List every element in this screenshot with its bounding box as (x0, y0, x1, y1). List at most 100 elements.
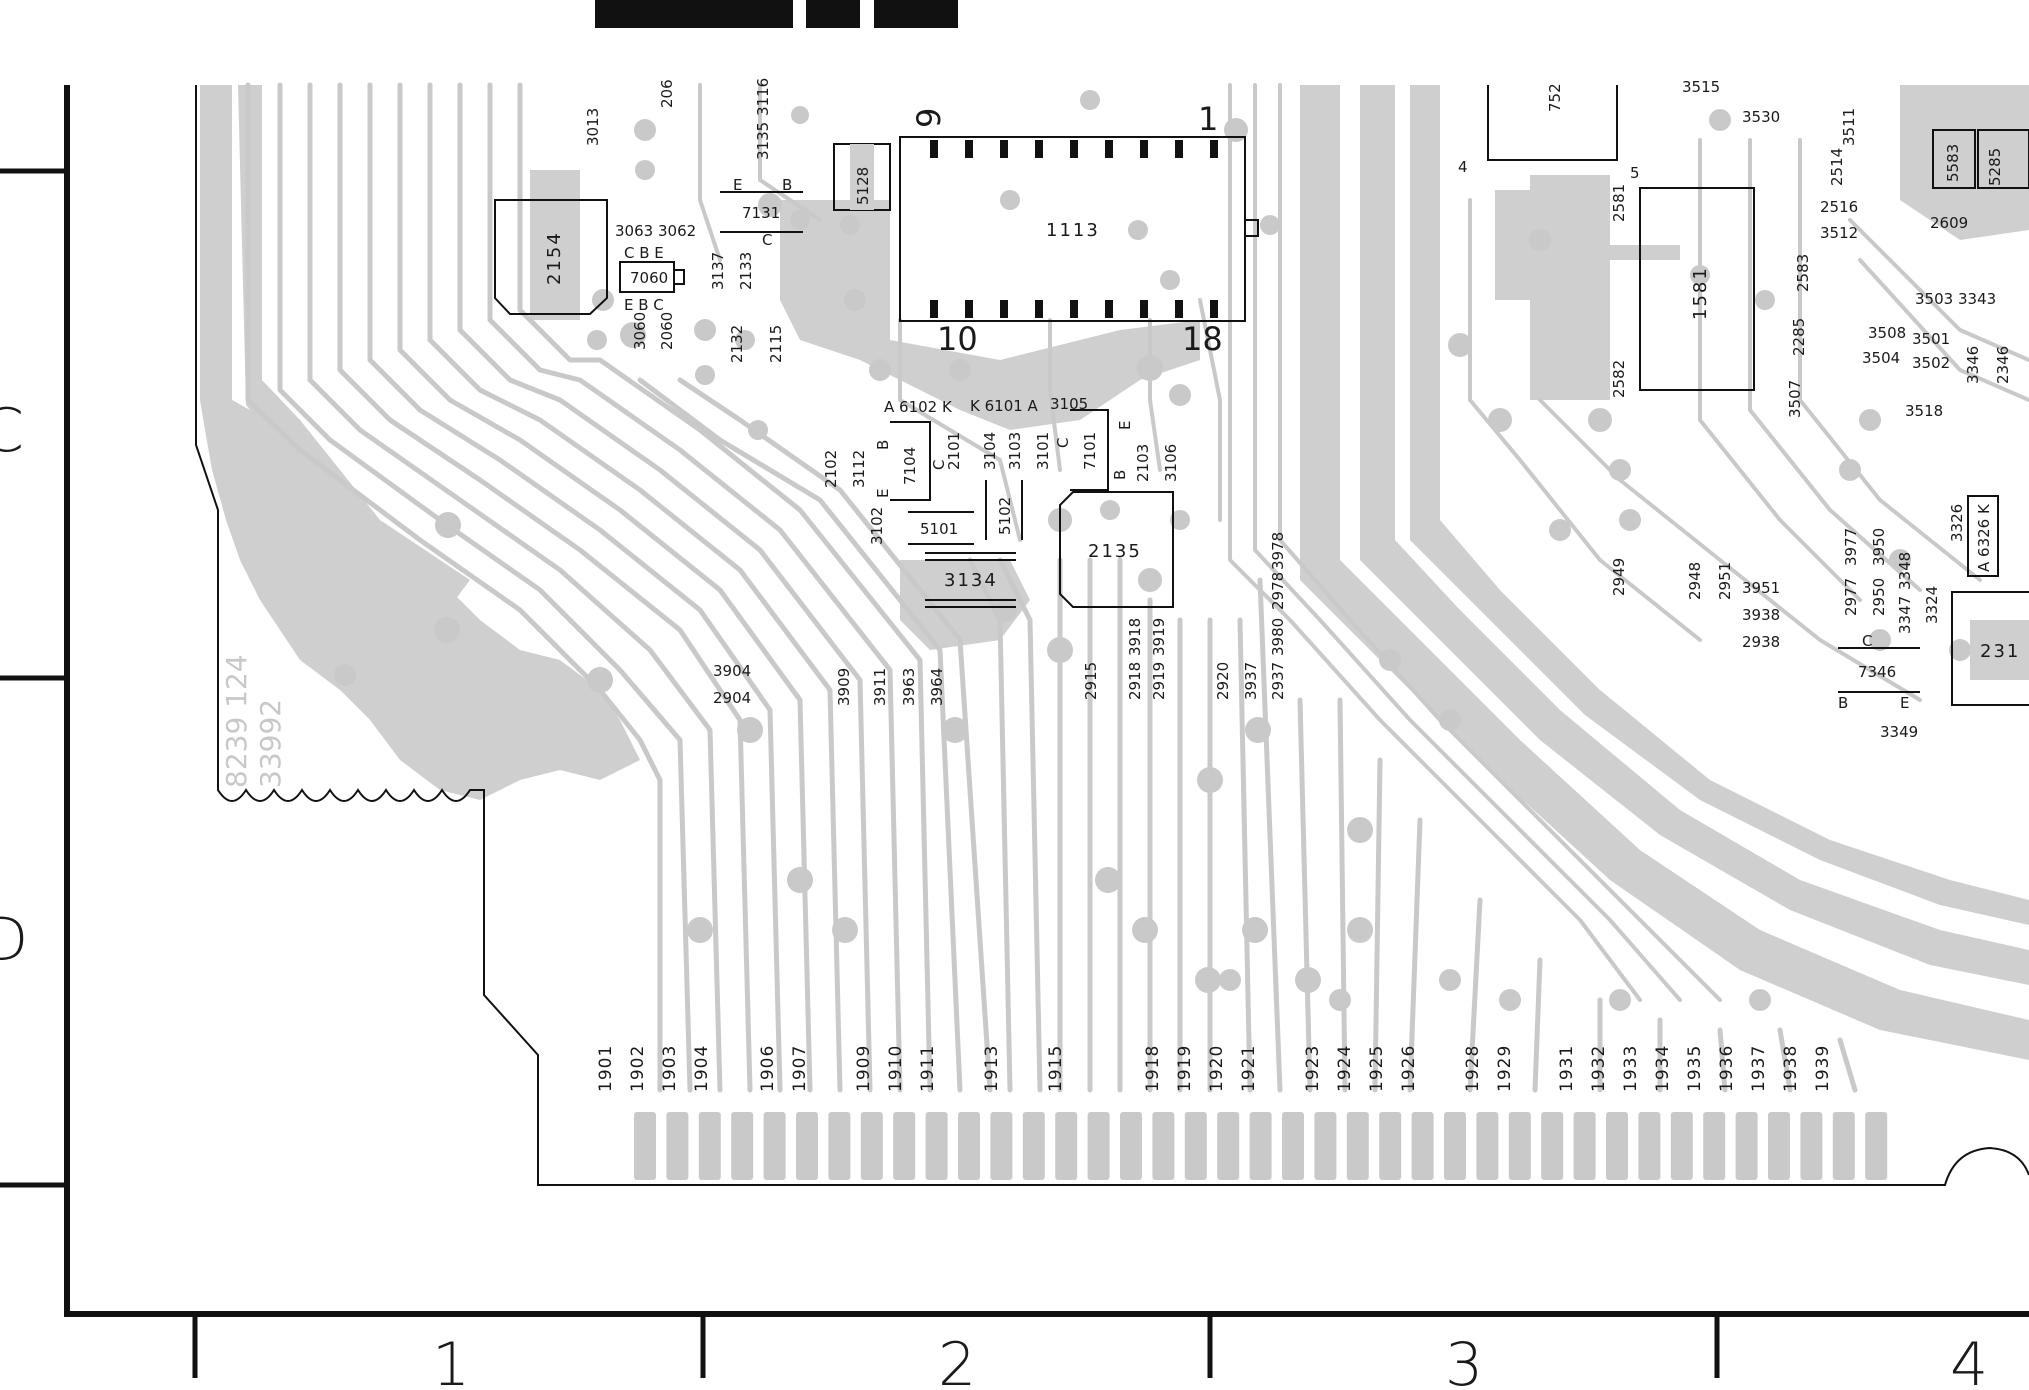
pin-label: E (1900, 694, 1909, 712)
ic-1113: 1113 10 18 1 9 (899, 100, 1259, 358)
connector-finger (1865, 1112, 1888, 1180)
component-label: 2919 (1150, 662, 1168, 700)
component-label: 206 (658, 79, 676, 108)
connector-finger (666, 1112, 689, 1180)
component-label: 231 (1980, 641, 2020, 662)
grid-row-label: C (0, 396, 24, 466)
pin-label: C (1054, 438, 1072, 448)
component-label: 2101 (945, 432, 963, 470)
component-label: 3116 (754, 78, 772, 116)
connector-pin-label: 1913 (982, 1045, 1002, 1092)
connector-pin-label: 1937 (1749, 1045, 1769, 1092)
connector-pin-label: 1919 (1175, 1045, 1195, 1092)
edge-connector-fingers (634, 1112, 1888, 1180)
transistor-7101: 7101 C B E (1054, 409, 1134, 491)
component-label: 2285 (1790, 318, 1808, 356)
component-label: 2609 (1930, 214, 1968, 232)
diode-label: A 6326 K (1975, 503, 1993, 572)
component-label: 3511 (1840, 108, 1858, 146)
connector-finger (1217, 1112, 1240, 1180)
connector-pin-label: 1903 (660, 1045, 680, 1092)
component-5101: 5101 (908, 511, 974, 545)
component-label: 2948 (1686, 562, 1704, 600)
diode-6326: A 6326 K (1967, 495, 1999, 577)
component-label: 2514 (1828, 148, 1846, 186)
drawing-frame (0, 85, 2029, 1378)
component-label: 3980 (1269, 618, 1287, 656)
component-label: 7104 (901, 447, 919, 485)
component-label: 3977 (1842, 528, 1860, 566)
component-label: 3508 (1868, 324, 1906, 342)
connector-pin-label: 1928 (1463, 1045, 1483, 1092)
component-label: 3343 (1958, 290, 1996, 308)
connector-finger (1379, 1112, 1402, 1180)
connector-pin-label: 1902 (628, 1045, 648, 1092)
ic-752: 752 (1487, 83, 1618, 161)
connector-finger (731, 1112, 754, 1180)
connector-pin-label: 1934 (1653, 1045, 1673, 1092)
component-label: 2951 (1716, 562, 1734, 600)
board-serial: 8239 124 33992 (220, 654, 287, 788)
component-label: 3063 (615, 222, 653, 240)
connector-finger (828, 1112, 851, 1180)
connector-finger (1638, 1112, 1661, 1180)
connector-finger (1120, 1112, 1142, 1180)
component-label: 3919 (1150, 618, 1168, 656)
connector-finger (1573, 1112, 1596, 1180)
component-label: 2977 (1842, 578, 1860, 616)
component-5128: 5128 (833, 143, 891, 211)
component-labels-horizontal: 3063 3062 3105 3904 2904 3530 2609 3512 … (615, 78, 1996, 741)
connector-pin-label: 1909 (854, 1045, 874, 1092)
connector-finger (1055, 1112, 1078, 1180)
component-label: 3507 (1786, 380, 1804, 418)
transistor-7131: 7131 E B C (720, 176, 803, 249)
connector-finger (698, 1112, 721, 1180)
pin-label: 5 (1630, 164, 1640, 182)
connector-pin-label: 1926 (1399, 1045, 1419, 1092)
connector-finger (1800, 1112, 1823, 1180)
component-label: 3104 (981, 432, 999, 470)
component-label: 3060 (631, 312, 649, 350)
component-label: 3904 (713, 662, 751, 680)
component-label: 3909 (835, 668, 853, 706)
connector-finger (763, 1112, 786, 1180)
component-label: 3135 (754, 122, 772, 160)
component-5583: 5583 (1932, 129, 1976, 189)
component-label: 2133 (737, 252, 755, 290)
component-2135: 2135 (1059, 491, 1174, 608)
component-label: 2904 (713, 689, 751, 707)
ic-pin (1140, 300, 1148, 318)
connector-pin-label: 1906 (758, 1045, 778, 1092)
connector-finger (1768, 1112, 1790, 1180)
component-label: 3348 (1896, 552, 1914, 590)
connector-finger (990, 1112, 1013, 1180)
component-label: 7131 (742, 204, 780, 222)
grid-row-label: D (0, 905, 28, 975)
ic-label: 1113 (1046, 220, 1100, 241)
grid-column-label: 2 (938, 1330, 976, 1390)
ic-pin (1000, 300, 1008, 318)
component-label: 3101 (1034, 432, 1052, 470)
component-label: 3349 (1880, 723, 1918, 741)
header-bar (874, 0, 958, 28)
component-label: 3105 (1050, 395, 1088, 413)
pin-label: B (1838, 694, 1848, 712)
component-label: 2915 (1082, 662, 1100, 700)
transistor-7346: 7346 C B E (1838, 632, 1920, 712)
ic-label: 1581 (1690, 266, 1711, 320)
pin-label: C (1862, 632, 1872, 650)
grid-labels: C D 1 2 3 4 (0, 396, 1988, 1390)
connector-pin-label: 1901 (596, 1045, 616, 1092)
connector-pin-label: 1924 (1335, 1045, 1355, 1092)
component-label: 5102 (996, 497, 1014, 535)
component-label: 3326 (1948, 504, 1966, 542)
component-label: 3938 (1742, 606, 1780, 624)
component-label: 5101 (920, 520, 958, 538)
connector-pin-label: 1933 (1621, 1045, 1641, 1092)
connector-pin-label: 1938 (1781, 1045, 1801, 1092)
ic-pin (1035, 140, 1043, 158)
ic-pin (1175, 140, 1183, 158)
component-label: 2135 (1088, 541, 1142, 562)
